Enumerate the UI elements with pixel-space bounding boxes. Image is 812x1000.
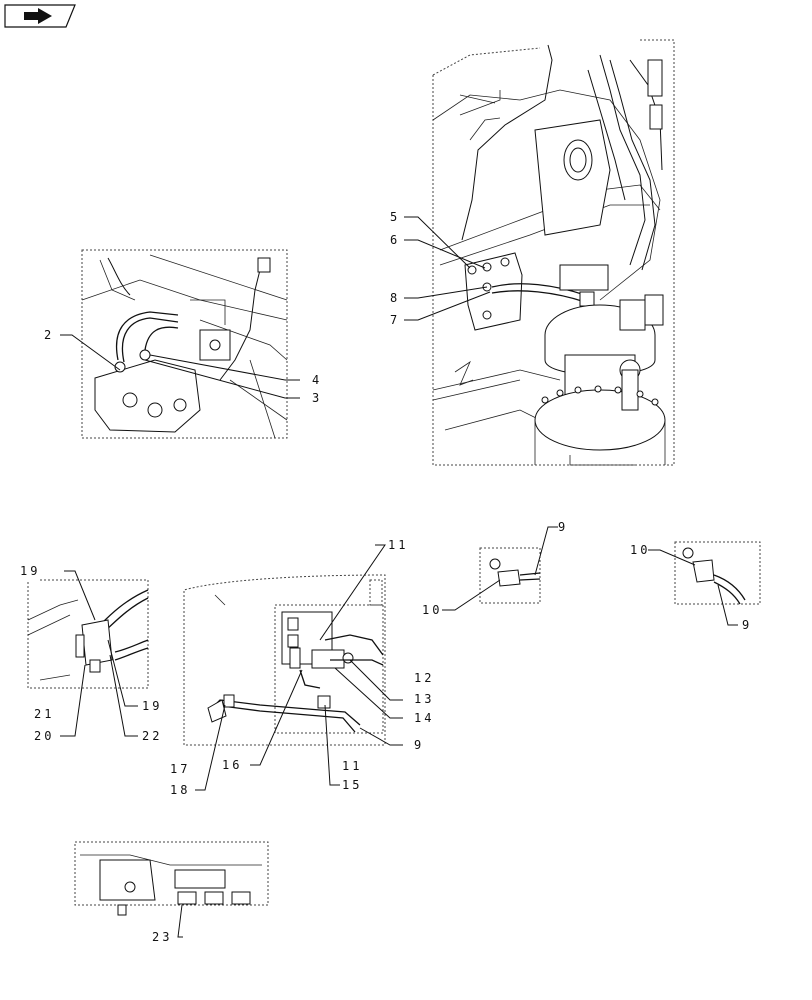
callout-15: 15: [342, 778, 362, 792]
view-elbow-fitting-a: [479, 547, 541, 604]
view-plate: [74, 841, 269, 916]
callout-19-left: 19: [20, 564, 40, 578]
next-page-arrow-icon: [4, 4, 76, 28]
view-cab-lines: [183, 574, 386, 746]
callout-23: 23: [152, 930, 172, 944]
callout-16: 16: [222, 758, 242, 772]
callout-5: 5: [390, 210, 400, 224]
callout-11-bottom: 11: [342, 759, 362, 773]
callout-20: 20: [34, 729, 54, 743]
callout-3: 3: [312, 391, 322, 405]
callout-7: 7: [390, 313, 400, 327]
callout-2: 2: [44, 328, 54, 342]
callout-8: 8: [390, 291, 400, 305]
callout-10-a: 10: [422, 603, 442, 617]
callout-labels: 2 4 3 5 6 8 7 19 19 21 20 22 11 12 13 14…: [20, 210, 752, 944]
callout-11-top: 11: [388, 538, 408, 552]
callout-18: 18: [170, 783, 190, 797]
callout-9-right-b: 9: [742, 618, 752, 632]
next-page-button[interactable]: [4, 4, 76, 28]
callout-9-mid: 9: [414, 738, 424, 752]
callout-12: 12: [414, 671, 434, 685]
view-swing-motor: [432, 39, 675, 466]
callout-13: 13: [414, 692, 434, 706]
callout-19-right: 19: [142, 699, 162, 713]
callout-6: 6: [390, 233, 400, 247]
view-tee-fitting: [27, 579, 149, 689]
callout-4: 4: [312, 373, 322, 387]
view-control-valve: [81, 249, 288, 439]
view-elbow-fitting-b: [674, 541, 761, 605]
leader-lines: [60, 216, 738, 938]
callout-22: 22: [142, 729, 162, 743]
callout-9-right-a: 9: [558, 520, 568, 534]
callout-14: 14: [414, 711, 434, 725]
callout-17: 17: [170, 762, 190, 776]
callout-10-b: 10: [630, 543, 650, 557]
callout-21: 21: [34, 707, 54, 721]
